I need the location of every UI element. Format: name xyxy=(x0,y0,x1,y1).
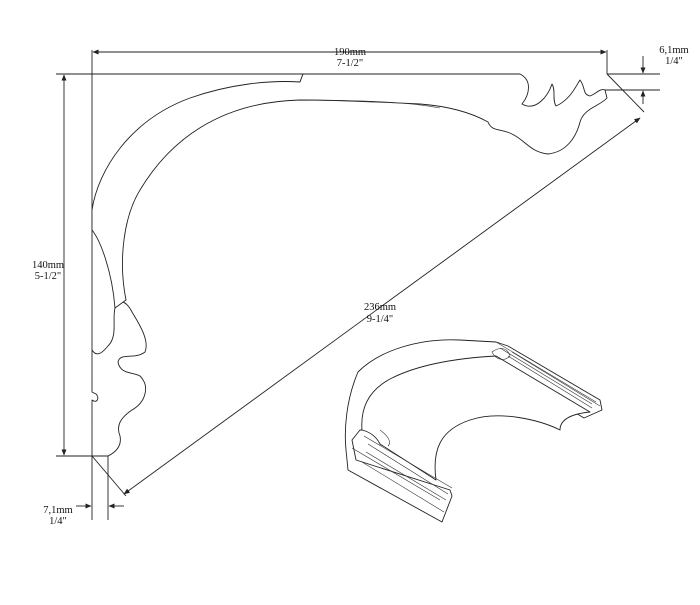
height-metric-label: 140mm xyxy=(32,260,64,271)
moulding-3d-view xyxy=(344,339,603,523)
top-offset-imperial-label: 1/4" xyxy=(665,56,683,67)
height-dimension: 140mm 5-1/2" xyxy=(32,73,92,457)
top-offset-dimension: 6,1mm 1/4" xyxy=(605,45,689,104)
height-imperial-label: 5-1/2" xyxy=(35,271,61,282)
bottom-offset-metric-label: 7,1mm xyxy=(43,505,72,516)
diagonal-dimension: 236mm 9-1/4" xyxy=(91,73,645,497)
diagonal-imperial-label: 9-1/4" xyxy=(367,314,393,325)
top-offset-metric-label: 6,1mm xyxy=(659,45,688,56)
diagonal-metric-label: 236mm xyxy=(364,302,396,313)
width-imperial-label: 7-1/2" xyxy=(337,58,363,69)
bottom-offset-dimension: 7,1mm 1/4" xyxy=(43,456,124,527)
width-dimension: 190mm 7-1/2" xyxy=(91,47,608,74)
width-metric-label: 190mm xyxy=(334,47,366,58)
bottom-offset-imperial-label: 1/4" xyxy=(49,516,67,527)
